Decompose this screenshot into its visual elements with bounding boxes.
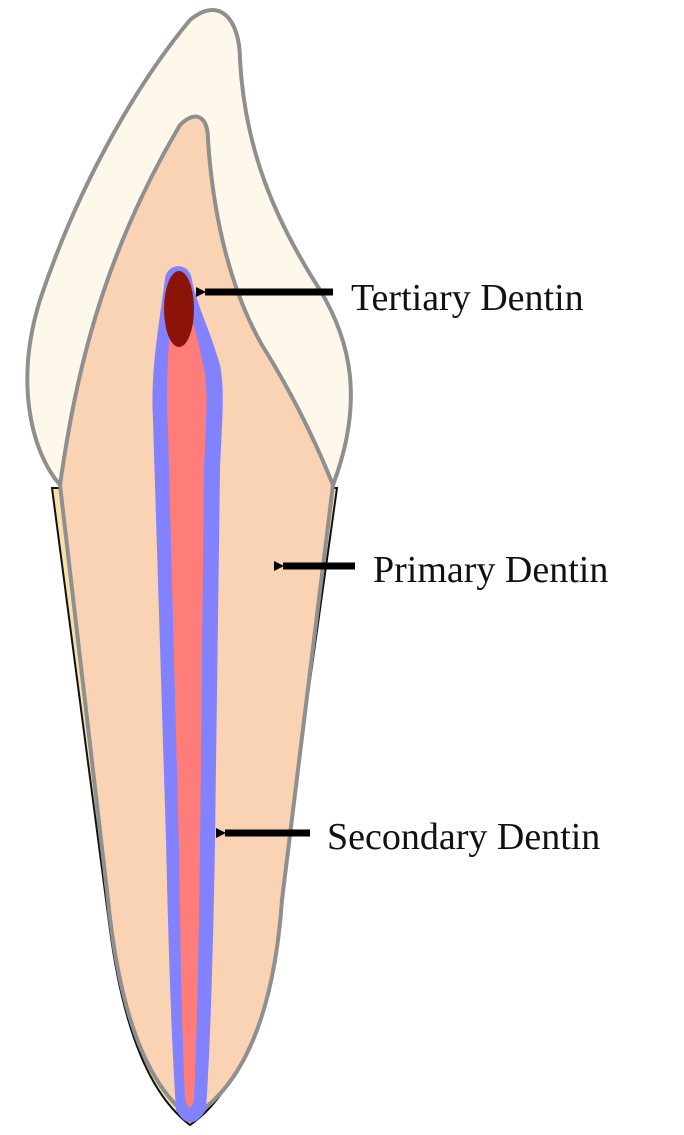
tertiary-dentin-region	[164, 271, 194, 347]
secondary-dentin-label: Secondary Dentin	[327, 816, 600, 858]
primary-dentin-label: Primary Dentin	[373, 549, 608, 591]
tertiary-dentin-label: Tertiary Dentin	[351, 277, 584, 319]
